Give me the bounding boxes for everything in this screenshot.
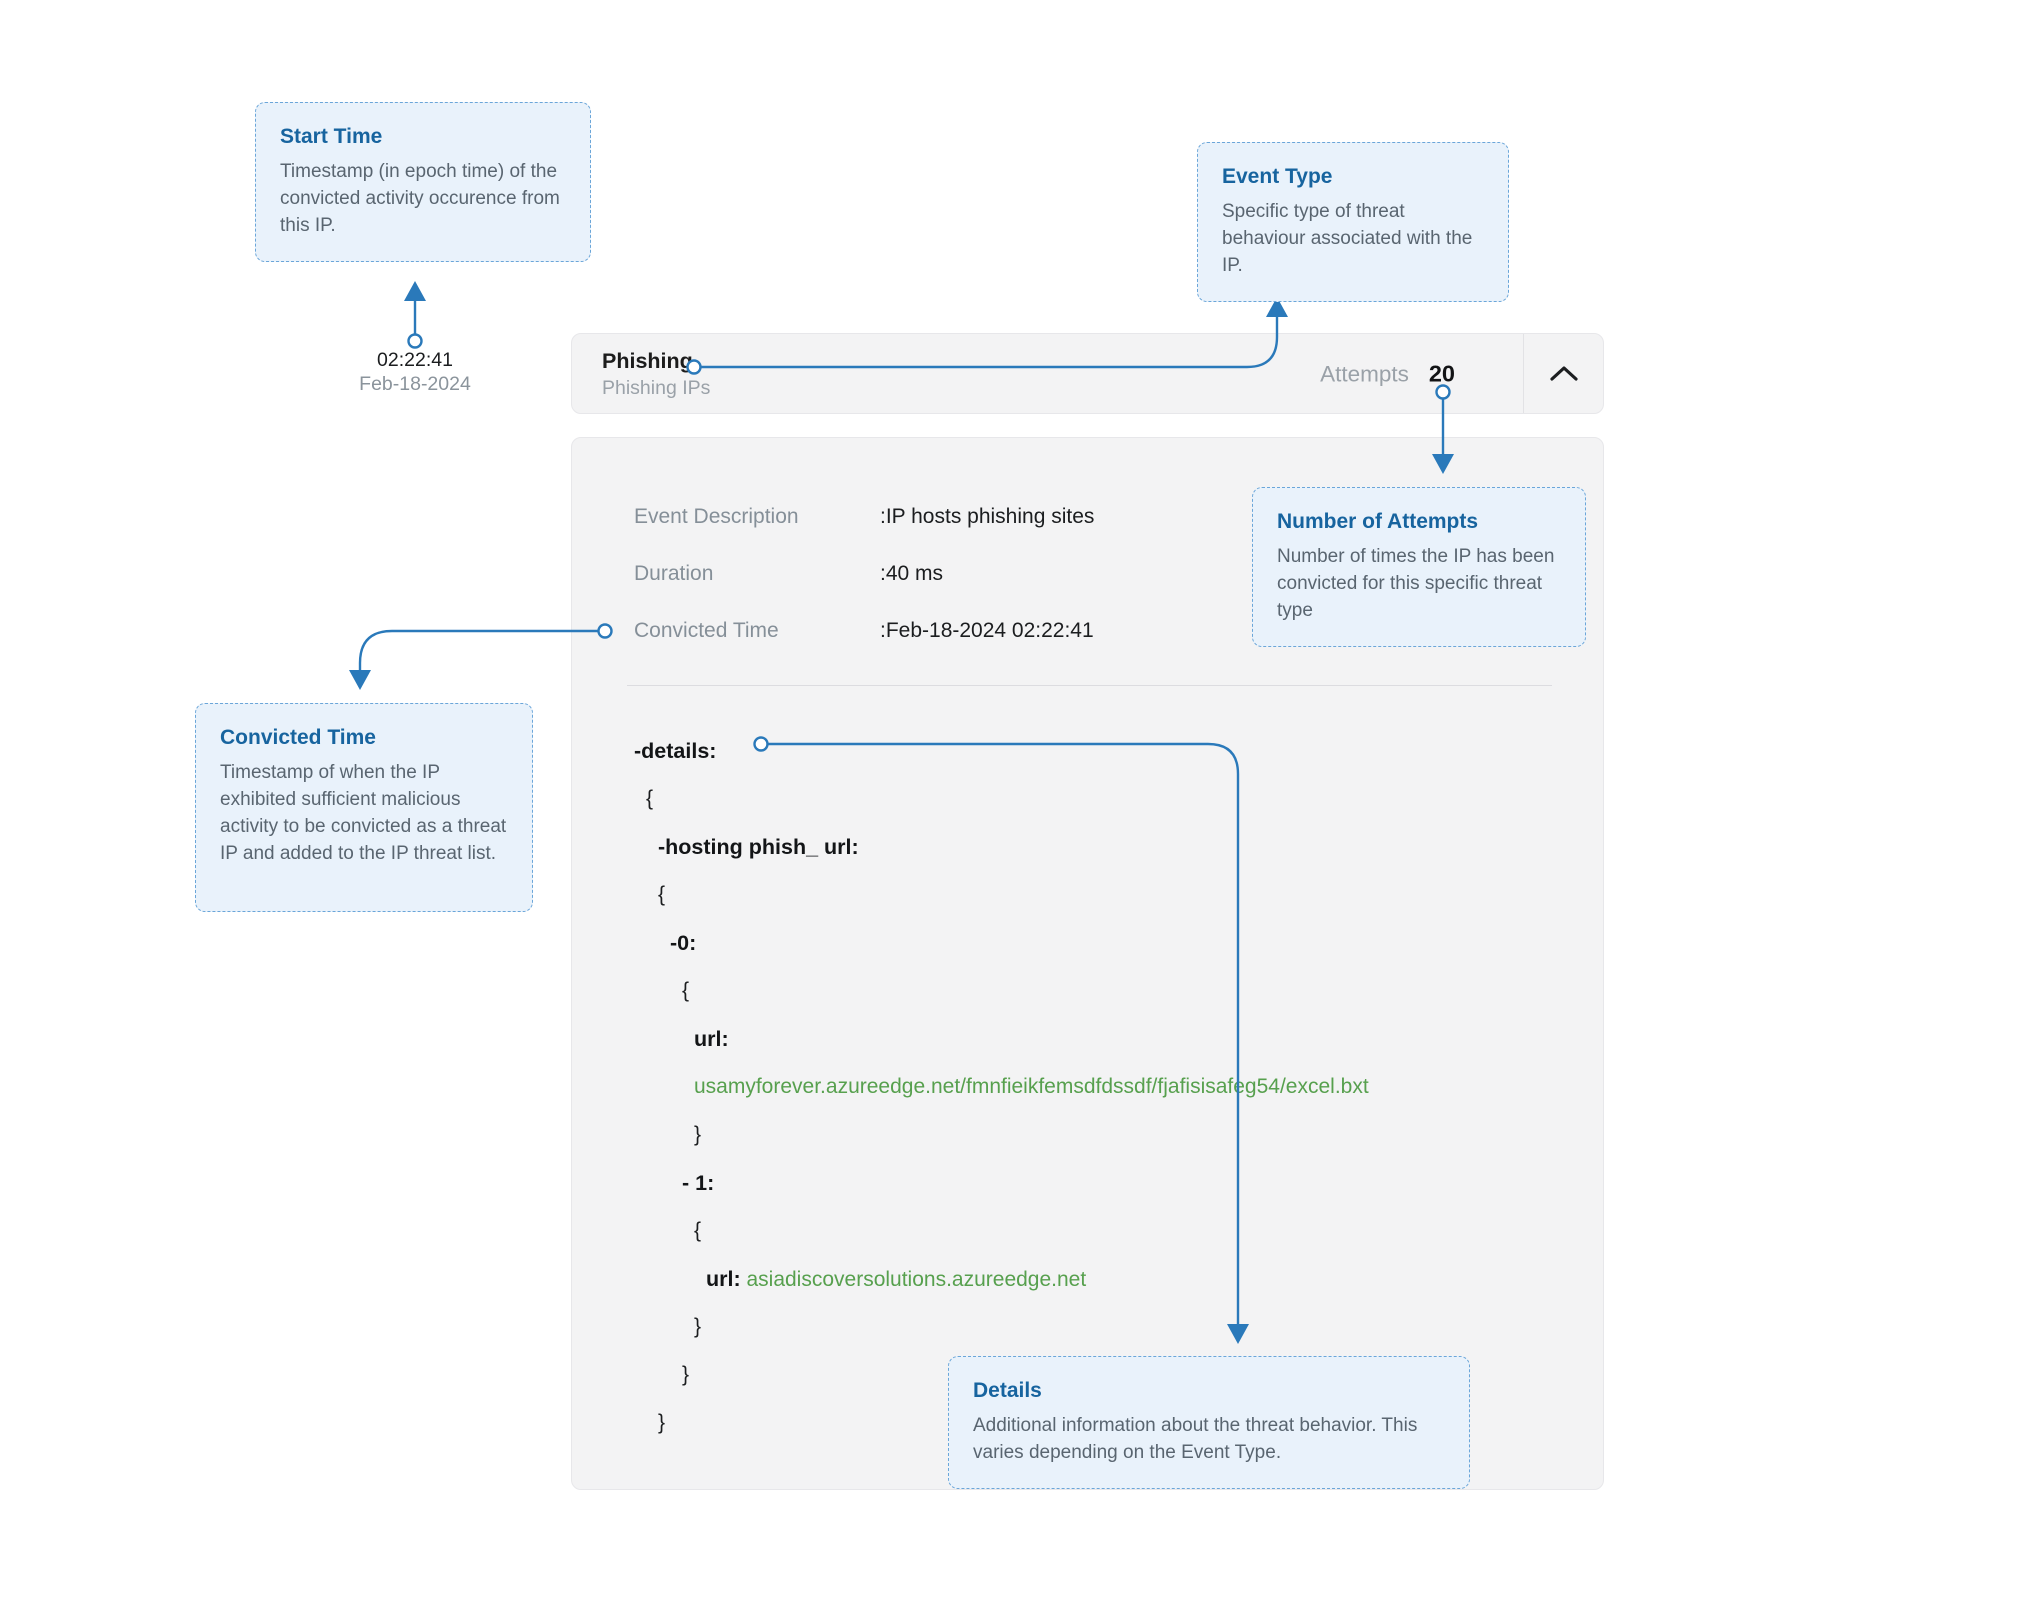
header-divider <box>1523 334 1524 413</box>
code-text: -0: <box>670 931 697 955</box>
url-text: asiadiscoversolutions.azureedge.net <box>740 1268 1087 1291</box>
code-text: } <box>658 1411 666 1434</box>
annotation-timestamp: 02:22:41 Feb-18-2024 <box>330 348 500 396</box>
code-text: { <box>694 1219 702 1242</box>
code-line: url: <box>634 1015 1584 1063</box>
code-line: } <box>634 1111 1584 1159</box>
origin-dot-start-time <box>407 333 423 349</box>
code-text: - 1: <box>682 1171 715 1195</box>
code-text: url: <box>706 1267 741 1291</box>
callout-body: Specific type of threat behaviour associ… <box>1222 201 1473 276</box>
code-line: -0: <box>634 919 1584 967</box>
code-text: } <box>694 1123 702 1146</box>
callout-title: Details <box>973 1379 1042 1402</box>
field-value: :IP hosts phishing sites <box>880 505 1095 528</box>
annotation-time: 02:22:41 <box>377 349 453 371</box>
event-title-block: Phishing Phishing IPs <box>602 348 710 400</box>
code-line: url: asiadiscoversolutions.azureedge.net <box>634 1255 1584 1303</box>
callout-title: Number of Attempts <box>1277 510 1479 533</box>
code-text: -hosting phish_ url: <box>658 835 859 859</box>
field-label: Event Description <box>634 505 799 528</box>
attempts-group: Attempts 20 <box>1320 360 1455 387</box>
code-text: -details: <box>634 739 717 763</box>
callout-convicted-time: Convicted Time Timestamp of when the IP … <box>195 703 533 912</box>
section-divider <box>627 685 1552 686</box>
chevron-up-icon <box>1549 365 1578 381</box>
callout-event-type: Event Type Specific type of threat behav… <box>1197 142 1509 302</box>
callout-number-of-attempts: Number of Attempts Number of times the I… <box>1252 487 1586 647</box>
details-code-block: -details:{-hosting phish_ url:{-0:{url:u… <box>634 727 1584 1447</box>
code-text: } <box>682 1363 690 1386</box>
code-text: } <box>694 1315 702 1338</box>
url-text: usamyforever.azureedge.net/fmnfieikfemsd… <box>694 1075 1369 1098</box>
code-text: { <box>646 787 654 810</box>
callout-details: Details Additional information about the… <box>948 1356 1470 1489</box>
arrowhead-convicted-time <box>349 670 371 690</box>
callout-title: Start Time <box>280 125 383 148</box>
code-line: } <box>634 1399 1584 1447</box>
callout-body: Additional information about the threat … <box>973 1415 1418 1463</box>
field-value: :Feb-18-2024 02:22:41 <box>880 619 1094 642</box>
annotation-date: Feb-18-2024 <box>359 373 471 395</box>
field-label: Duration <box>634 562 714 585</box>
code-line: } <box>634 1303 1584 1351</box>
field-value: :40 ms <box>880 562 944 585</box>
field-row-convicted-time: Convicted Time :Feb-18-2024 02:22:41 <box>634 616 1573 646</box>
callout-body: Timestamp of when the IP exhibited suffi… <box>220 762 507 864</box>
field-row-event-description: Event Description :IP hosts phishing sit… <box>634 502 1573 532</box>
event-accordion-header[interactable]: Phishing Phishing IPs Attempts 20 <box>571 333 1604 414</box>
code-line: } <box>634 1351 1584 1399</box>
callout-start-time: Start Time Timestamp (in epoch time) of … <box>255 102 591 262</box>
code-line: -details: <box>634 727 1584 775</box>
callout-body: Number of times the IP has been convicte… <box>1277 546 1555 621</box>
code-line: -hosting phish_ url: <box>634 823 1584 871</box>
field-label: Convicted Time <box>634 619 779 642</box>
code-line: { <box>634 1207 1584 1255</box>
arrowhead-start-time <box>404 281 426 301</box>
attempts-label: Attempts <box>1320 361 1409 386</box>
event-accordion-header-inner: Phishing Phishing IPs Attempts 20 <box>572 334 1603 413</box>
code-text: { <box>682 979 690 1002</box>
code-line: { <box>634 871 1584 919</box>
code-text: { <box>658 883 666 906</box>
callout-title: Event Type <box>1222 165 1333 188</box>
connector-convicted-time <box>358 629 598 672</box>
callout-body: Timestamp (in epoch time) of the convict… <box>280 161 560 236</box>
collapse-button[interactable] <box>1524 334 1603 413</box>
event-type-title: Phishing <box>602 348 693 373</box>
callout-title: Convicted Time <box>220 726 376 749</box>
event-type-subtitle: Phishing IPs <box>602 376 711 399</box>
field-row-duration: Duration :40 ms <box>634 559 1573 589</box>
code-line: - 1: <box>634 1159 1584 1207</box>
code-line: { <box>634 775 1584 823</box>
code-line: usamyforever.azureedge.net/fmnfieikfemsd… <box>634 1063 1584 1111</box>
code-line: { <box>634 967 1584 1015</box>
attempts-value: 20 <box>1428 360 1455 386</box>
code-text: url: <box>694 1027 729 1051</box>
